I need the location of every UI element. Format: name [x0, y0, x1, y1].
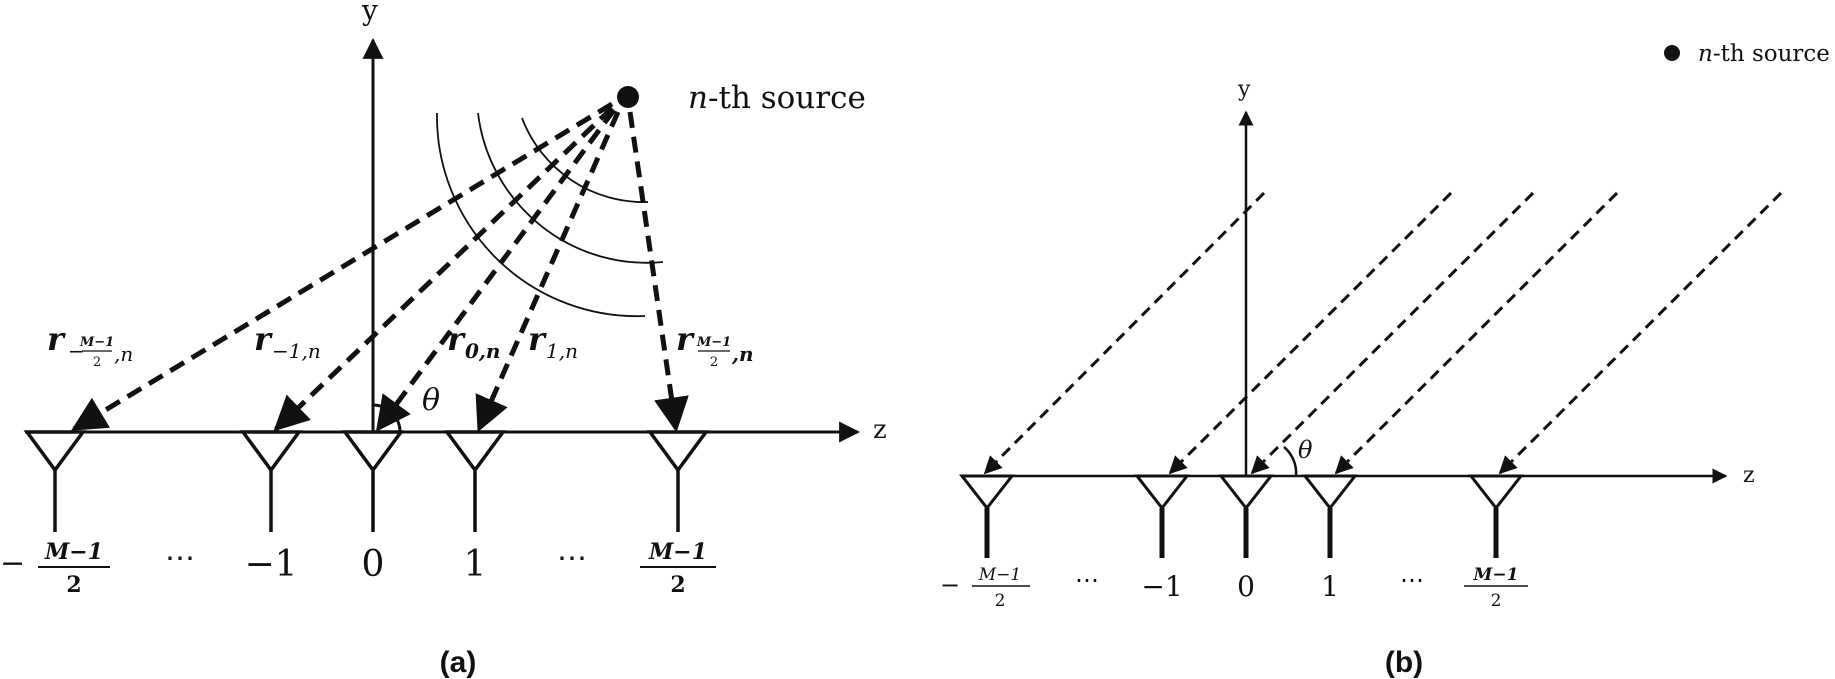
ray-b-right-edge [1498, 191, 1783, 475]
svg-text:,n: ,n [731, 342, 754, 366]
label-zero-b: 0 [1237, 570, 1255, 603]
svg-text:,n: ,n [114, 342, 133, 366]
label-minus-one-a: −1 [244, 544, 297, 585]
svg-text:M−1: M−1 [79, 335, 114, 350]
label-left-num-a: M−1 [44, 539, 103, 565]
rays-a [71, 101, 689, 433]
antenna-b-zero [1217, 474, 1275, 558]
angle-label-a: θ [422, 383, 440, 418]
ray-b-left-edge [983, 191, 1266, 475]
antenna-labels-b: − M−1 2 ⋯ −1 0 1 ⋯ M−1 2 [940, 565, 1528, 611]
angle-arc-a [372, 403, 402, 433]
ray-b-one [1334, 191, 1619, 475]
antenna-right-edge [646, 430, 710, 532]
panel-a: y z n-th source θ [0, 0, 887, 679]
ray-b-minus-one [1168, 191, 1453, 475]
antennas-b [958, 474, 1525, 558]
range-labels-a: r − M−1 2 ,n r −1,n r 0,n r 1,n r M−1 [47, 320, 754, 370]
range-label-left-edge: r − M−1 2 ,n [47, 320, 133, 370]
range-label-one: r 1,n [528, 320, 578, 363]
svg-text:2: 2 [93, 355, 101, 370]
svg-text:r: r [254, 320, 273, 358]
antenna-one [443, 430, 507, 532]
antenna-minus-one [239, 430, 303, 532]
antenna-labels-a: − M−1 2 ⋯ −1 0 1 ⋯ M−1 2 [0, 539, 716, 598]
antenna-b-one [1301, 474, 1359, 558]
z-axis-label-b: z [1743, 463, 1755, 488]
range-label-minus-one: r −1,n [254, 320, 321, 363]
y-axis-label-a: y [361, 0, 378, 27]
wavefront-arcs [436, 112, 664, 318]
label-left-sign-b: − [940, 571, 960, 599]
label-one-a: 1 [464, 544, 487, 585]
svg-text:r: r [528, 320, 547, 358]
ray-left-edge [71, 101, 614, 432]
range-label-right-edge: r M−1 2 ,n [676, 320, 754, 370]
label-dots-right-b: ⋯ [1400, 566, 1424, 594]
label-left-den-b: 2 [995, 591, 1006, 611]
label-right-den-b: 2 [1491, 591, 1502, 611]
ray-minus-one [273, 106, 614, 432]
antenna-b-right-edge [1467, 474, 1525, 558]
label-dots-right-a: ⋯ [557, 541, 587, 576]
svg-text:r: r [676, 320, 695, 358]
source-label: n-th source [688, 80, 866, 116]
svg-text:−1,n: −1,n [272, 339, 321, 363]
ray-right-edge [627, 111, 689, 433]
svg-text:r: r [47, 320, 66, 358]
ray-b-zero [1250, 191, 1535, 475]
rays-b [983, 191, 1783, 475]
label-left-sign-a: − [0, 546, 25, 581]
svg-text:0,n: 0,n [465, 339, 500, 363]
label-right-num-a: M−1 [648, 539, 707, 565]
label-zero-a: 0 [362, 544, 385, 585]
antenna-zero [341, 430, 405, 532]
ray-one [475, 110, 621, 433]
caption-b: (b) [1385, 646, 1423, 679]
angle-arc-b [1283, 446, 1298, 477]
antenna-b-minus-one [1133, 474, 1191, 558]
y-axis-label-b: y [1237, 77, 1251, 102]
label-one-b: 1 [1321, 570, 1339, 603]
z-axis-label-a: z [873, 415, 887, 445]
caption-a: (a) [440, 646, 477, 679]
label-dots-left-b: ⋯ [1075, 566, 1099, 594]
antennas-a [23, 430, 710, 532]
svg-text:−: − [68, 339, 85, 363]
label-right-den-a: 2 [670, 572, 685, 598]
svg-text:1,n: 1,n [546, 339, 578, 363]
svg-text:r: r [447, 320, 466, 358]
angle-label-b: θ [1298, 436, 1313, 464]
label-dots-left-a: ⋯ [165, 541, 195, 576]
ray-zero [375, 108, 617, 432]
range-label-zero: r 0,n [447, 320, 500, 363]
legend-dot [1664, 45, 1680, 61]
antenna-b-left-edge [958, 474, 1016, 558]
antenna-left-edge [23, 430, 87, 532]
svg-text:M−1: M−1 [696, 335, 731, 350]
legend-label: n-th source [1698, 41, 1830, 67]
label-left-den-a: 2 [66, 572, 81, 598]
label-minus-one-b: −1 [1141, 570, 1182, 603]
svg-text:2: 2 [710, 355, 718, 370]
panel-b: n-th source y z θ − M−1 [940, 41, 1830, 679]
source-dot [617, 86, 639, 108]
label-left-num-b: M−1 [978, 565, 1021, 585]
label-right-num-b: M−1 [1473, 565, 1519, 585]
